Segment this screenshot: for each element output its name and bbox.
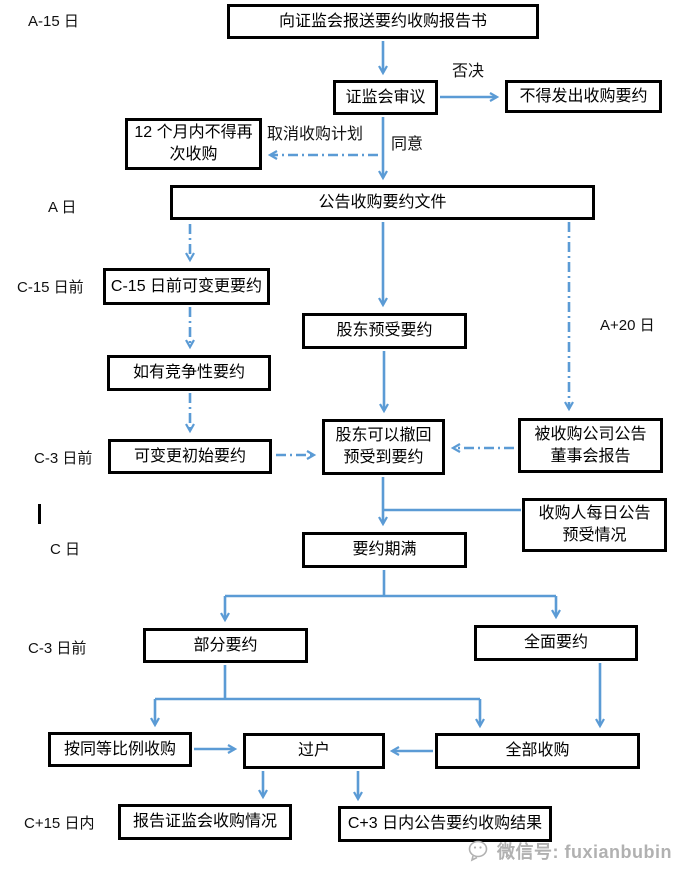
box-partial-offer: 部分要约	[143, 628, 308, 663]
box-proportional-acquire: 按同等比例收购	[48, 732, 192, 767]
box-competing-offer: 如有竞争性要约	[107, 355, 271, 391]
stage-label-c-minus-3-lower: C-3 日前	[28, 640, 87, 657]
edge-label-a-plus-20: A+20 日	[600, 317, 655, 334]
connector-partial-split	[155, 665, 480, 701]
stage-label-a-day: A 日	[48, 199, 77, 216]
edge-label-cancel-plan: 取消收购计划	[267, 126, 364, 143]
box-csrc-review: 证监会审议	[333, 80, 438, 115]
box-shareholder-accept: 股东预受要约	[302, 313, 467, 349]
box-full-acquire: 全部收购	[435, 733, 640, 769]
box-c15-modify: C-15 日前可变更要约	[103, 268, 270, 305]
box-modify-initial: 可变更初始要约	[108, 439, 272, 474]
box-no-offer: 不得发出收购要约	[505, 80, 662, 113]
stage-label-c-minus-15: C-15 日前	[17, 279, 84, 296]
box-transfer: 过户	[243, 733, 385, 769]
tick-mark	[38, 504, 41, 524]
box-report-submission: 向证监会报送要约收购报告书	[227, 4, 539, 39]
connector-expiry-split	[225, 570, 556, 598]
stage-label-c-minus-3-upper: C-3 日前	[34, 450, 93, 467]
box-no-reacquire: 12 个月内不得再 次收购	[125, 118, 262, 170]
box-c3-announce-result: C+3 日内公告要约收购结果	[338, 806, 552, 842]
stage-label-c-day: C 日	[50, 541, 81, 558]
watermark: 微信号: fuxianbubin	[468, 838, 672, 864]
stage-label-a-minus-15: A-15 日	[28, 13, 79, 30]
edge-label-agree: 同意	[391, 136, 424, 153]
box-announce-offer: 公告收购要约文件	[170, 185, 595, 220]
box-withdraw: 股东可以撤回 预受到要约	[322, 419, 445, 475]
box-target-board-report: 被收购公司公告 董事会报告	[518, 418, 663, 473]
box-daily-announce: 收购人每日公告 预受情况	[522, 498, 667, 552]
edge-label-reject: 否决	[452, 63, 485, 80]
watermark-text: 微信号: fuxianbubin	[497, 842, 672, 862]
wechat-icon	[468, 840, 488, 862]
box-offer-expiry: 要约期满	[302, 532, 467, 568]
box-general-offer: 全面要约	[474, 625, 638, 661]
stage-label-c-plus-15: C+15 日内	[24, 815, 95, 832]
box-report-csrc-result: 报告证监会收购情况	[118, 804, 292, 840]
